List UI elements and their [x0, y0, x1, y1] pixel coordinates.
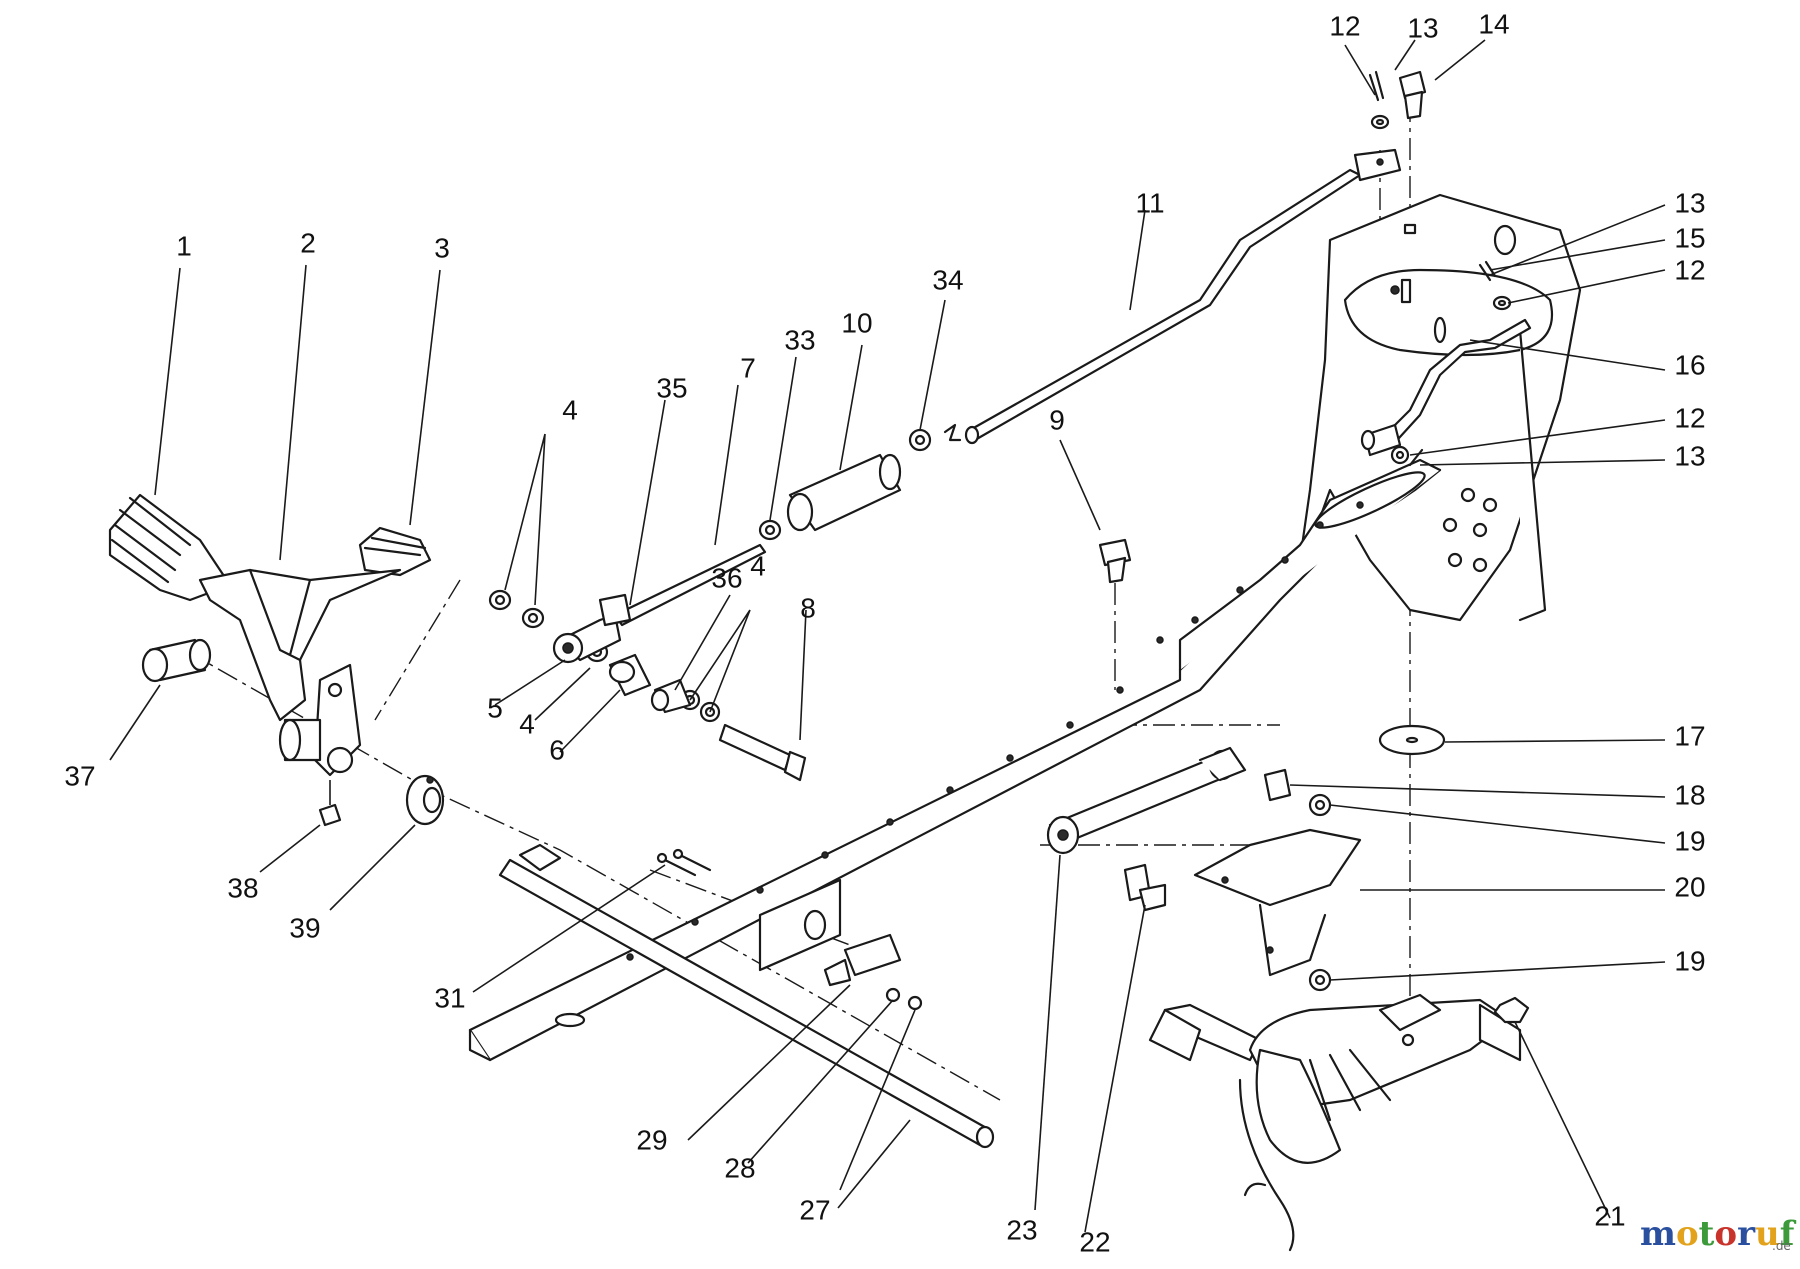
- callout-14: 14: [1478, 8, 1509, 39]
- callout-17: 17: [1674, 720, 1705, 751]
- callout-31: 31: [434, 982, 465, 1013]
- callout-11: 11: [1135, 187, 1164, 218]
- collar-39: [405, 774, 445, 826]
- callout-27: 27: [799, 1194, 830, 1225]
- switch-bracket-assembly: [656, 848, 923, 1011]
- callout-12: 12: [1329, 10, 1360, 41]
- callout-34: 34: [932, 264, 963, 295]
- callout-23: 23: [1006, 1214, 1037, 1245]
- watermark-logo: motoruf .de: [1640, 1214, 1797, 1254]
- pin-washers-12: [1370, 114, 1512, 465]
- callout-19: 19: [1674, 945, 1705, 976]
- wm-letter: f: [1780, 1214, 1797, 1254]
- bushing-37: [141, 638, 212, 683]
- bolt-9: [1098, 538, 1132, 584]
- callout-15: 15: [1674, 222, 1705, 253]
- wm-letter: o: [1714, 1214, 1737, 1254]
- brake-pedal-assembly: [108, 493, 432, 777]
- callout-19: 19: [1674, 825, 1705, 856]
- callout-6: 6: [549, 734, 565, 765]
- callout-21: 21: [1594, 1200, 1625, 1231]
- svg-text:motoruf: motoruf: [1640, 1214, 1797, 1254]
- callout-13: 13: [1674, 187, 1705, 218]
- callout-35: 35: [656, 372, 687, 403]
- callout-22: 22: [1079, 1226, 1110, 1257]
- callout-13: 13: [1407, 12, 1438, 43]
- rotor-assembly: [1148, 993, 1530, 1252]
- callout-12: 12: [1674, 402, 1705, 433]
- lower-bracket-assembly: [1046, 746, 1362, 992]
- washer-17: [1378, 724, 1446, 756]
- wm-suffix: .de: [1772, 1239, 1791, 1253]
- wm-letter: m: [1640, 1214, 1676, 1254]
- linkage-hardware: [488, 423, 962, 782]
- wm-letter: u: [1755, 1214, 1780, 1254]
- housing-plate: [1298, 193, 1582, 622]
- callout-4: 4: [562, 394, 578, 425]
- callout-9: 9: [1049, 404, 1065, 435]
- callout-4: 4: [750, 550, 766, 581]
- callout-7: 7: [740, 352, 756, 383]
- pedal-arm: [198, 568, 402, 722]
- callout-4: 4: [519, 708, 535, 739]
- callout-29: 29: [636, 1124, 667, 1155]
- callout-12: 12: [1674, 254, 1705, 285]
- wm-letter: r: [1737, 1214, 1756, 1254]
- housing-hole: [1493, 224, 1517, 256]
- callout-3: 3: [434, 232, 450, 263]
- callout-10: 10: [841, 307, 872, 338]
- callout-33: 33: [784, 324, 815, 355]
- callout-38: 38: [227, 872, 258, 903]
- frame-rail: [468, 458, 1442, 1062]
- switch-body: [843, 933, 902, 977]
- callout-1: 1: [176, 230, 192, 261]
- callout-28: 28: [724, 1152, 755, 1183]
- callout-5: 5: [487, 692, 503, 723]
- cross-shaft: [498, 843, 995, 1149]
- housing-bolt-holes: [1442, 487, 1498, 573]
- callout-13: 13: [1674, 440, 1705, 471]
- callout-37: 37: [64, 760, 95, 791]
- cotter-pins-13: [1368, 70, 1497, 467]
- callout-39: 39: [289, 912, 320, 943]
- callout-labels: 1 2 3 4 4 4 5 6 7 8 9 10 11 12 12 12 13 …: [64, 8, 1705, 1257]
- callout-18: 18: [1674, 779, 1705, 810]
- callout-20: 20: [1674, 871, 1705, 902]
- callout-8: 8: [800, 592, 816, 623]
- bracket-20: [1193, 828, 1362, 907]
- link-rod-16: [1360, 316, 1532, 457]
- frame-holes: [626, 501, 1364, 961]
- bolt-14: [1398, 70, 1427, 304]
- wm-letter: o: [1676, 1214, 1699, 1254]
- callout-leaders: [109, 39, 1666, 1233]
- wm-letter: t: [1699, 1214, 1715, 1254]
- callout-2: 2: [300, 227, 316, 258]
- nut-38: [318, 780, 342, 827]
- callout-16: 16: [1674, 349, 1705, 380]
- control-rod-11: [964, 148, 1402, 445]
- callout-36: 36: [711, 562, 742, 593]
